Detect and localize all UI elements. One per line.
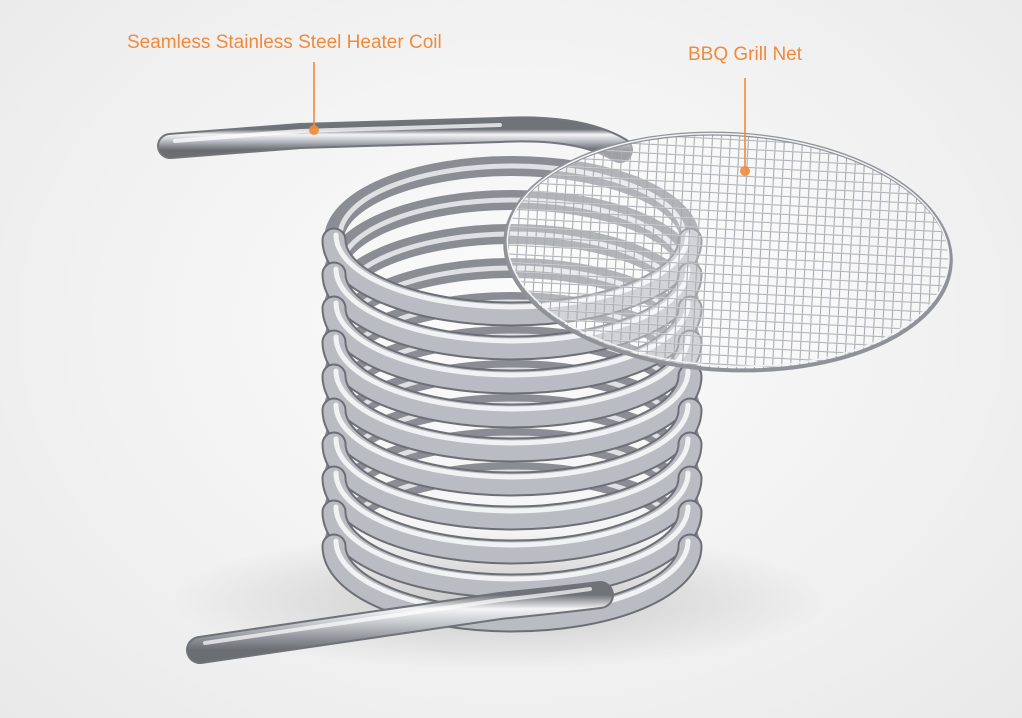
- bbq-grill-net: [499, 122, 957, 382]
- coil-turn-front: [323, 467, 701, 563]
- coil-turn-front-highlight: [333, 368, 691, 446]
- coil-turn-front-highlight: [333, 470, 691, 548]
- coil-turn-front: [323, 365, 701, 461]
- coil-top-lead: [159, 118, 631, 161]
- coil-turn-front: [323, 535, 701, 631]
- coil-turn-front: [323, 433, 701, 529]
- heater-coil: [157, 116, 703, 664]
- coil-turn-front: [323, 501, 701, 597]
- coil-bottom-lead: [188, 583, 612, 662]
- coil-turn-front-highlight: [333, 504, 691, 582]
- coil-turn-front: [323, 399, 701, 495]
- coil-turn-front: [323, 331, 701, 427]
- coil-top-lead-highlight: [173, 123, 502, 143]
- callout-coil-dot: [309, 125, 319, 135]
- callout-label-coil: Seamless Stainless Steel Heater Coil: [127, 32, 442, 53]
- callout-net: [740, 78, 750, 176]
- callout-coil: [309, 62, 319, 135]
- callout-label-net: BBQ Grill Net: [688, 44, 803, 65]
- grill-net-rim-highlight: [506, 132, 950, 368]
- grill-net-mesh: [499, 122, 957, 382]
- callout-net-dot: [740, 166, 750, 176]
- coil-turn-front-highlight: [333, 402, 691, 480]
- coil-turn-front-highlight: [333, 334, 691, 412]
- coil-turn-front-highlight: [333, 436, 691, 514]
- coil-bottom-lead-highlight: [203, 587, 592, 645]
